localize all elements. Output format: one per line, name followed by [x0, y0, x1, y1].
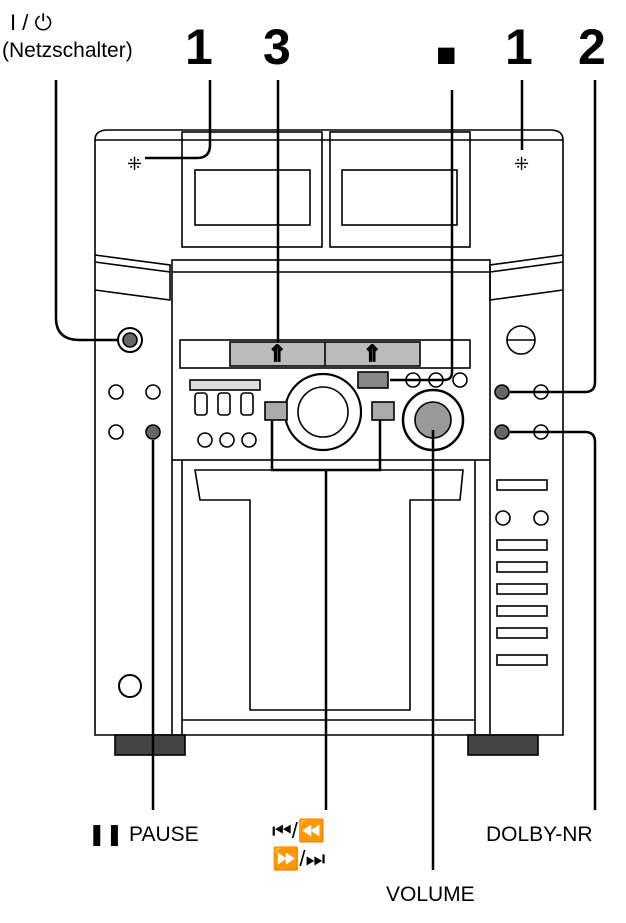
skip-back-button — [264, 401, 288, 421]
stop-button — [357, 371, 389, 389]
cd-compartment — [194, 469, 464, 711]
volume-label: VOLUME — [386, 883, 475, 906]
dolby-nr-button — [494, 424, 510, 440]
svg-text:⇑: ⇑ — [363, 341, 381, 366]
svg-text:⇑: ⇑ — [268, 341, 286, 366]
skip-forward-label: ⏩/⏭ — [272, 846, 326, 871]
power-label: (Netzschalter) — [2, 39, 133, 62]
pause-label: ❚❚ PAUSE — [88, 823, 199, 846]
callout-1-left: 1 — [185, 19, 213, 75]
device-outline — [94, 139, 564, 736]
stop-symbol: ■ — [436, 36, 457, 74]
skip-back-label: ⏮/⏪ — [272, 818, 326, 843]
jog-dial — [283, 372, 363, 452]
cassette-deck-b — [329, 131, 471, 248]
cassette-deck-a — [181, 131, 323, 248]
power-symbol: I / ⏻ — [10, 10, 52, 35]
callout-1-right: 1 — [505, 19, 533, 75]
callout-3: 3 — [263, 19, 291, 75]
pause-button — [145, 424, 161, 440]
callout-2: 2 — [578, 19, 606, 75]
dolby-nr-label: DOLBY-NR — [486, 823, 593, 846]
control-panel — [171, 259, 491, 461]
svg-text:⁜: ⁜ — [127, 154, 142, 174]
svg-text:⁜: ⁜ — [514, 154, 529, 174]
skip-forward-button — [371, 401, 395, 421]
